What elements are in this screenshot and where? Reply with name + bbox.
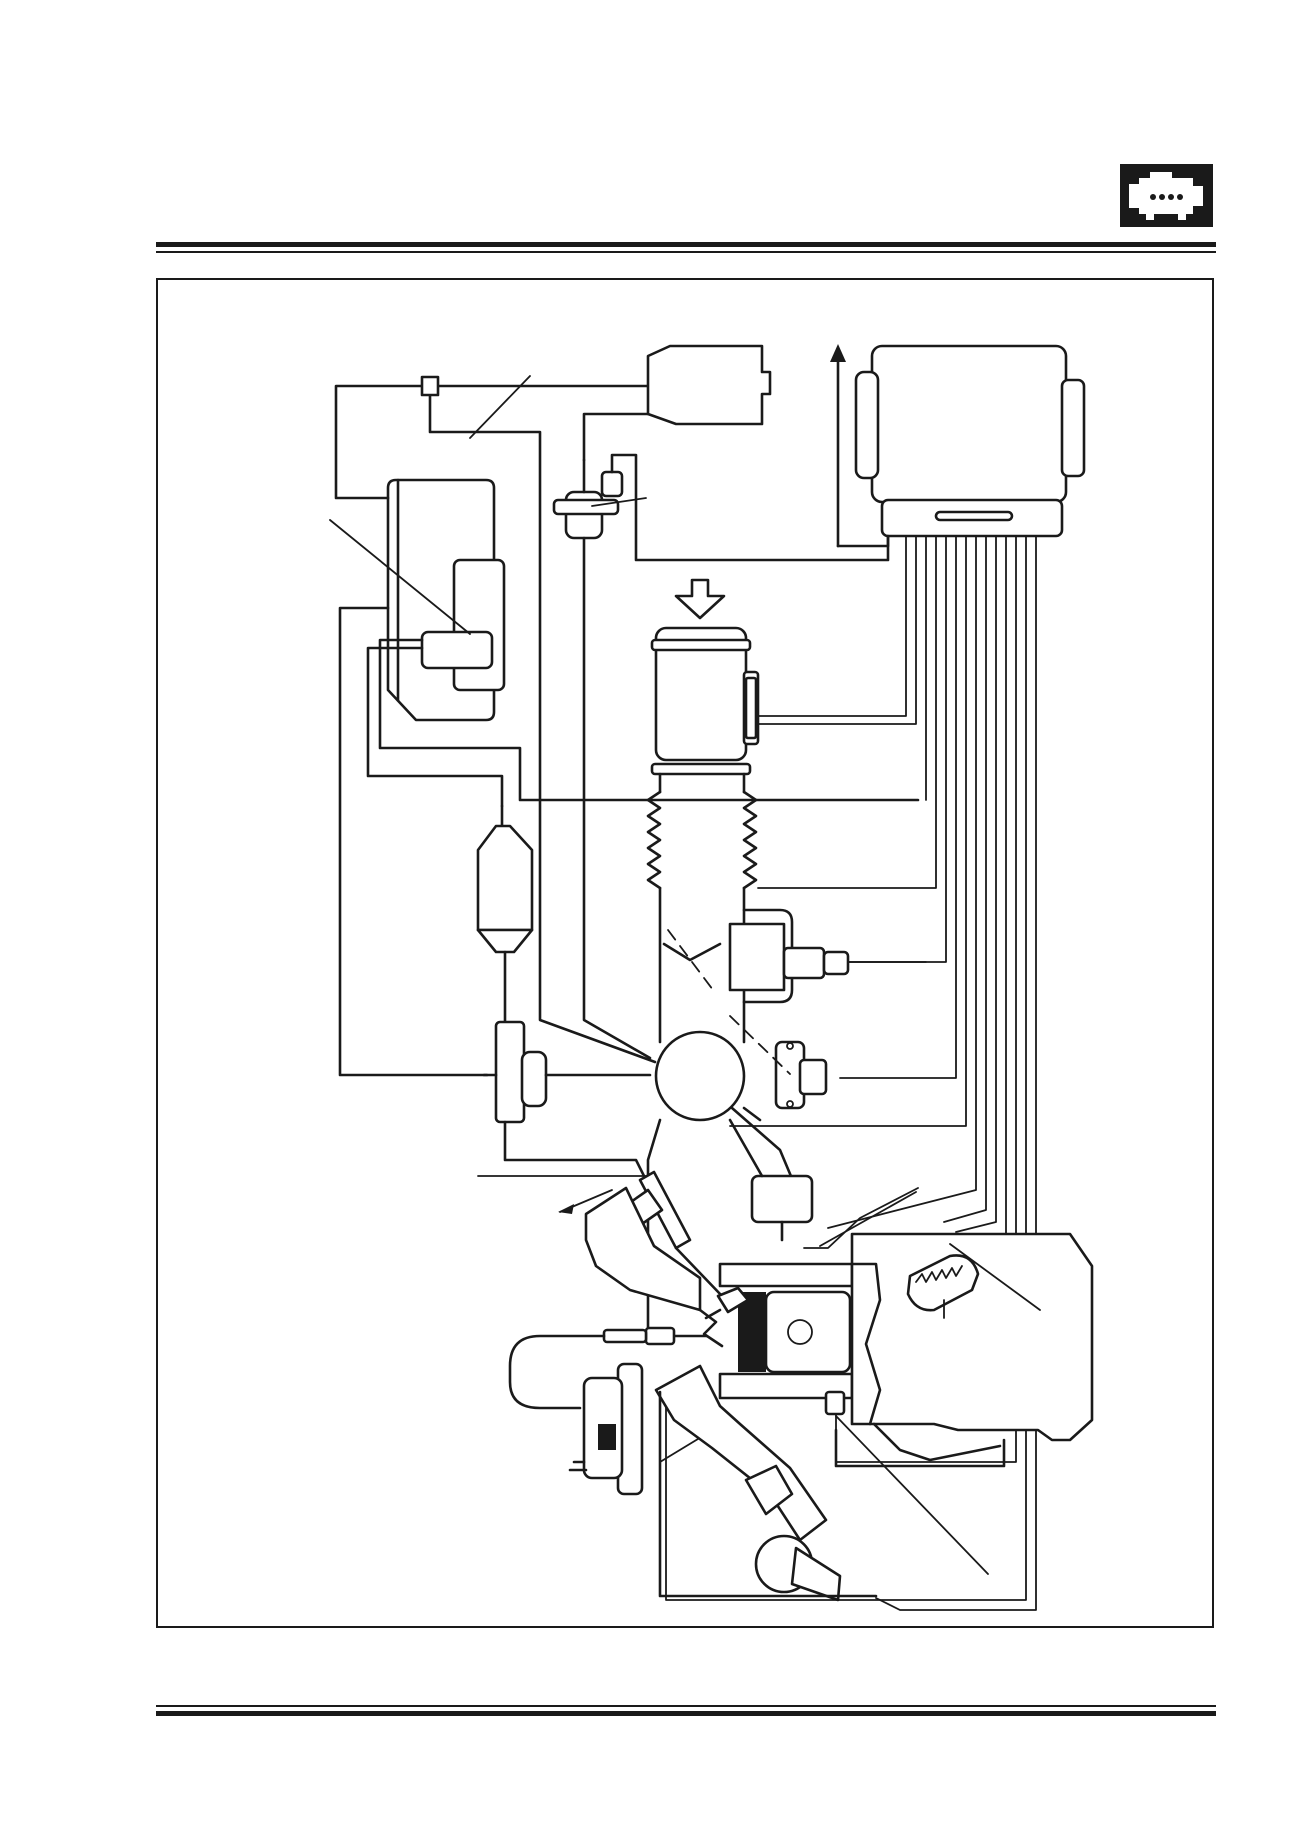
purge-valve xyxy=(552,453,890,1060)
throttle-body xyxy=(662,908,927,1004)
fuel-pressure-line xyxy=(338,606,489,1077)
crank-angle-sensor xyxy=(906,1254,980,1319)
footer-rule-thin xyxy=(156,1705,1216,1707)
connector-tee xyxy=(420,375,440,397)
coolant-temp-sensor xyxy=(824,1390,846,1416)
intake-bellows xyxy=(646,790,758,890)
charcoal-canister xyxy=(582,344,772,462)
fuel-tank xyxy=(386,478,506,722)
ecu xyxy=(854,344,1086,538)
engine-icon xyxy=(1120,164,1213,227)
fuel-tank-return-2 xyxy=(378,638,920,802)
diagram-frame xyxy=(156,278,1214,1628)
exhaust-manifold xyxy=(654,1364,878,1602)
distributor-cable xyxy=(508,1326,708,1410)
fuel-injector xyxy=(626,1170,724,1298)
leader-o2-sensor xyxy=(835,1415,989,1575)
leader-air-valve xyxy=(819,1191,917,1247)
fuel-supply-line xyxy=(366,646,504,808)
leader-return-line xyxy=(469,375,531,439)
air-flow-meter xyxy=(650,626,760,776)
leader-fuel-pump xyxy=(329,519,471,635)
airflow-inlet-arrow xyxy=(674,578,726,620)
fuel-filter xyxy=(476,804,534,1024)
air-valve xyxy=(750,1174,814,1242)
fuel-return-line xyxy=(334,384,657,1064)
distributor xyxy=(568,1362,644,1496)
bypass-tube xyxy=(728,1118,764,1178)
throttle-position-sensor xyxy=(729,1015,828,1110)
cylinder-head xyxy=(584,1186,854,1400)
header-rule-thin xyxy=(156,251,1216,253)
header-rule-thick xyxy=(156,242,1216,247)
spark-plug xyxy=(704,1286,750,1320)
footer-rule-thick xyxy=(156,1711,1216,1716)
leader-purge-valve xyxy=(591,497,647,507)
leader-crank-sensor xyxy=(949,1243,1041,1311)
pressure-regulator xyxy=(482,1020,652,1186)
